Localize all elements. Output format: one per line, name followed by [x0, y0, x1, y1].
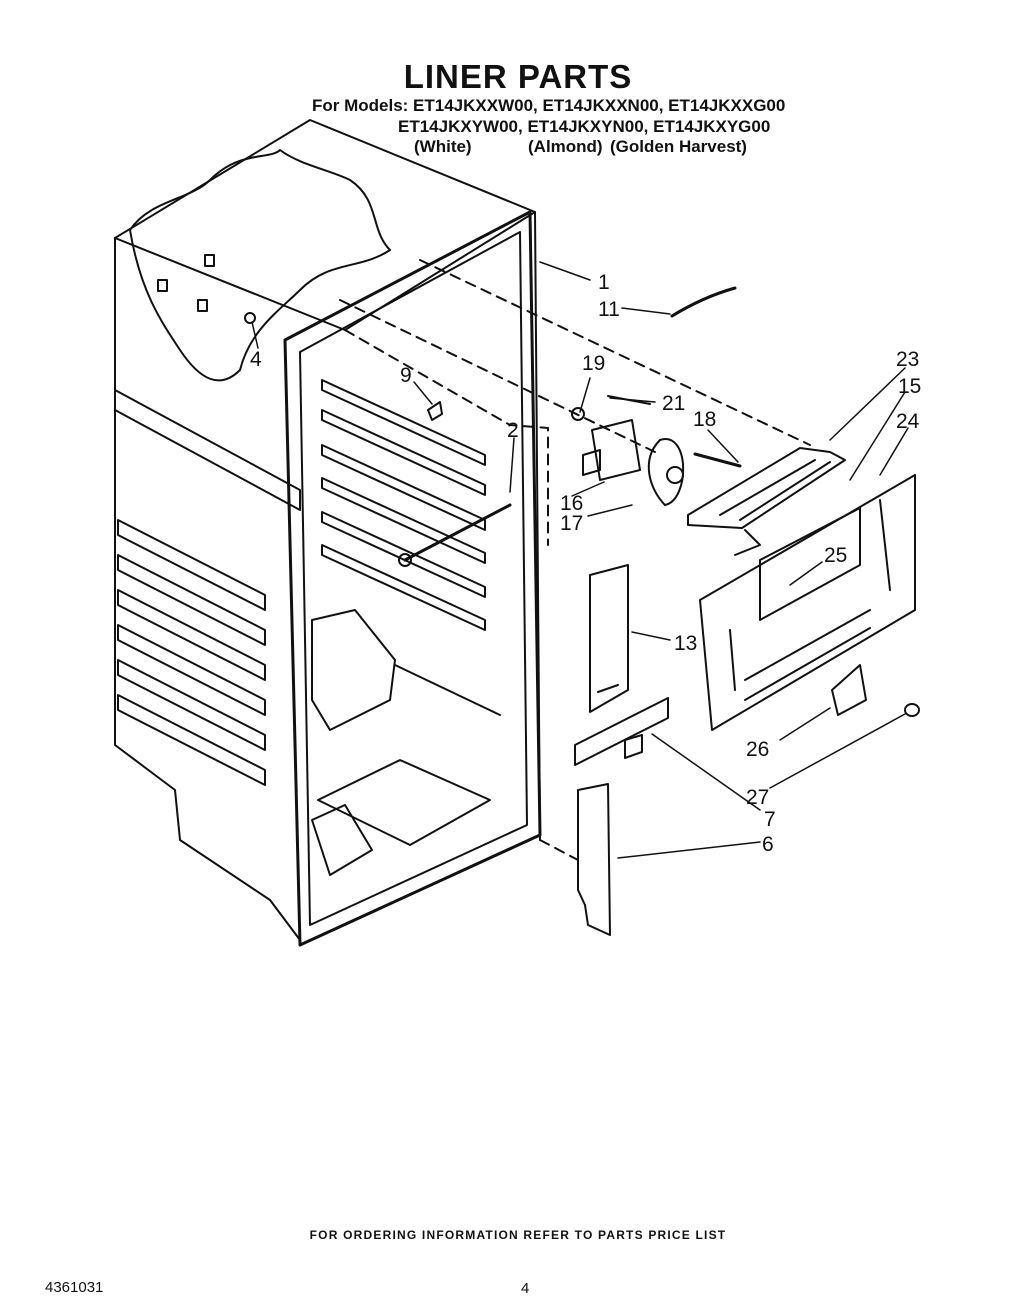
callout-23: 23	[896, 348, 919, 371]
callout-6: 6	[762, 833, 774, 856]
callout-9: 9	[400, 364, 412, 387]
air-ducts	[574, 564, 669, 936]
models-line-1: For Models: ET14JKXXW00, ET14JKXXN00, ET…	[312, 96, 786, 115]
page-title: LINER PARTS	[403, 58, 633, 95]
document-number: 4361031	[45, 1279, 104, 1296]
callout-1: 1	[598, 271, 610, 294]
color-golden-label: (Golden Harvest)	[610, 137, 747, 156]
wire-harness	[670, 286, 737, 318]
callout-4: 4	[250, 348, 262, 371]
callout-13: 13	[674, 632, 697, 655]
cover-panel	[699, 474, 920, 731]
color-white-label: (White)	[414, 137, 472, 156]
callout-25: 25	[824, 544, 847, 567]
air-grille	[687, 447, 846, 556]
callout-27: 27	[746, 786, 769, 809]
callout-leaders	[251, 261, 909, 859]
page-number: 4	[521, 1280, 530, 1297]
callout-16: 16	[560, 492, 583, 515]
cabinet-liner	[114, 119, 811, 947]
callout-18: 18	[693, 408, 716, 431]
callout-21: 21	[662, 392, 685, 415]
models-line-2: ET14JKXYW00, ET14JKXYN00, ET14JKXYG00	[398, 117, 771, 136]
callout-7: 7	[764, 808, 776, 831]
callout-24: 24	[896, 410, 920, 433]
callout-11: 11	[598, 298, 620, 321]
callout-19: 19	[582, 352, 605, 375]
ordering-note: FOR ORDERING INFORMATION REFER TO PARTS …	[309, 1228, 727, 1242]
callout-17: 17	[560, 512, 583, 535]
callout-2: 2	[507, 419, 519, 442]
callout-15: 15	[898, 375, 921, 398]
callout-numbers: 1 11 4 9 19 21 23 15 24 18 2 16 17 25 13…	[250, 271, 921, 856]
color-almond-label: (Almond)	[528, 137, 603, 156]
callout-26: 26	[746, 738, 769, 761]
